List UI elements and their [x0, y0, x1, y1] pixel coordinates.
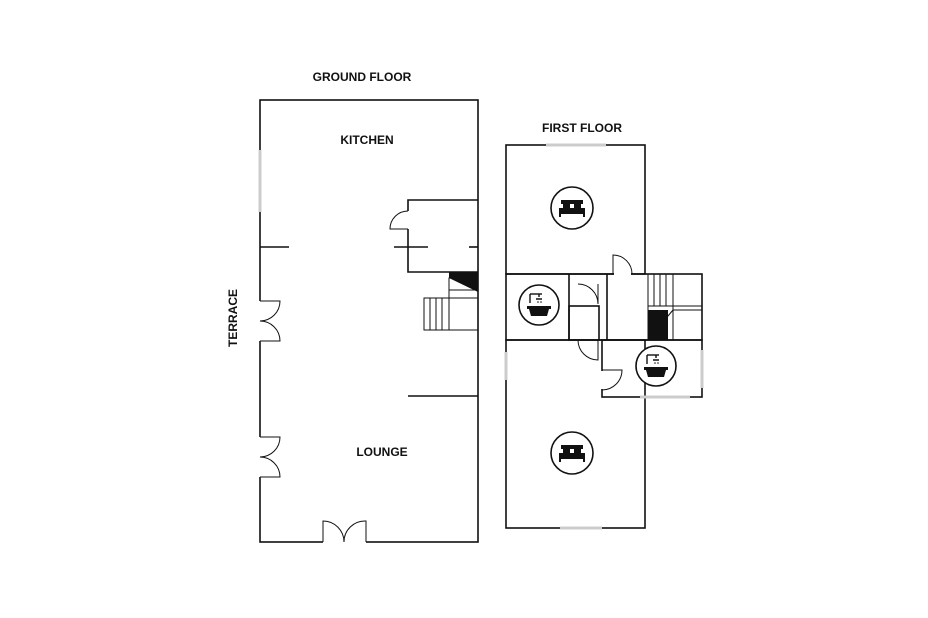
- front-door-a: [322, 520, 345, 543]
- landing-stairs: [647, 273, 703, 307]
- bathroom-right-door: [601, 369, 623, 391]
- terrace-door-lower-a: [259, 436, 281, 458]
- bath-shower-icon: [635, 345, 677, 387]
- ground-stairs: [423, 297, 479, 331]
- linen-cupboard: [568, 305, 600, 341]
- terrace-label: TERRACE: [226, 289, 240, 347]
- terrace-door-upper-a: [259, 300, 281, 322]
- ground-floor-title: GROUND FLOOR: [313, 70, 412, 84]
- bedroom-top-door: [612, 254, 633, 275]
- bedroom-bottom-door: [577, 339, 599, 361]
- first-floor-title: FIRST FLOOR: [542, 121, 622, 135]
- first-floor-plan: [504, 143, 704, 530]
- ground-floor-outline: [259, 99, 479, 543]
- bed-icon: [550, 431, 594, 475]
- bathroom-left-door: [577, 283, 599, 305]
- terrace-door-lower-b: [259, 456, 281, 478]
- front-door-b: [343, 520, 367, 543]
- pantry-door: [389, 210, 409, 230]
- kitchen-label: KITCHEN: [340, 133, 393, 147]
- bed-icon: [550, 186, 594, 230]
- bath-shower-icon: [518, 284, 560, 326]
- terrace-door-upper-b: [259, 320, 281, 342]
- pantry-walls: [407, 199, 478, 273]
- ground-floor-plan: [258, 99, 479, 544]
- landing-stair-wedge: [648, 310, 668, 340]
- lounge-label: LOUNGE: [356, 445, 407, 459]
- stair-dark-wedge: [449, 272, 478, 292]
